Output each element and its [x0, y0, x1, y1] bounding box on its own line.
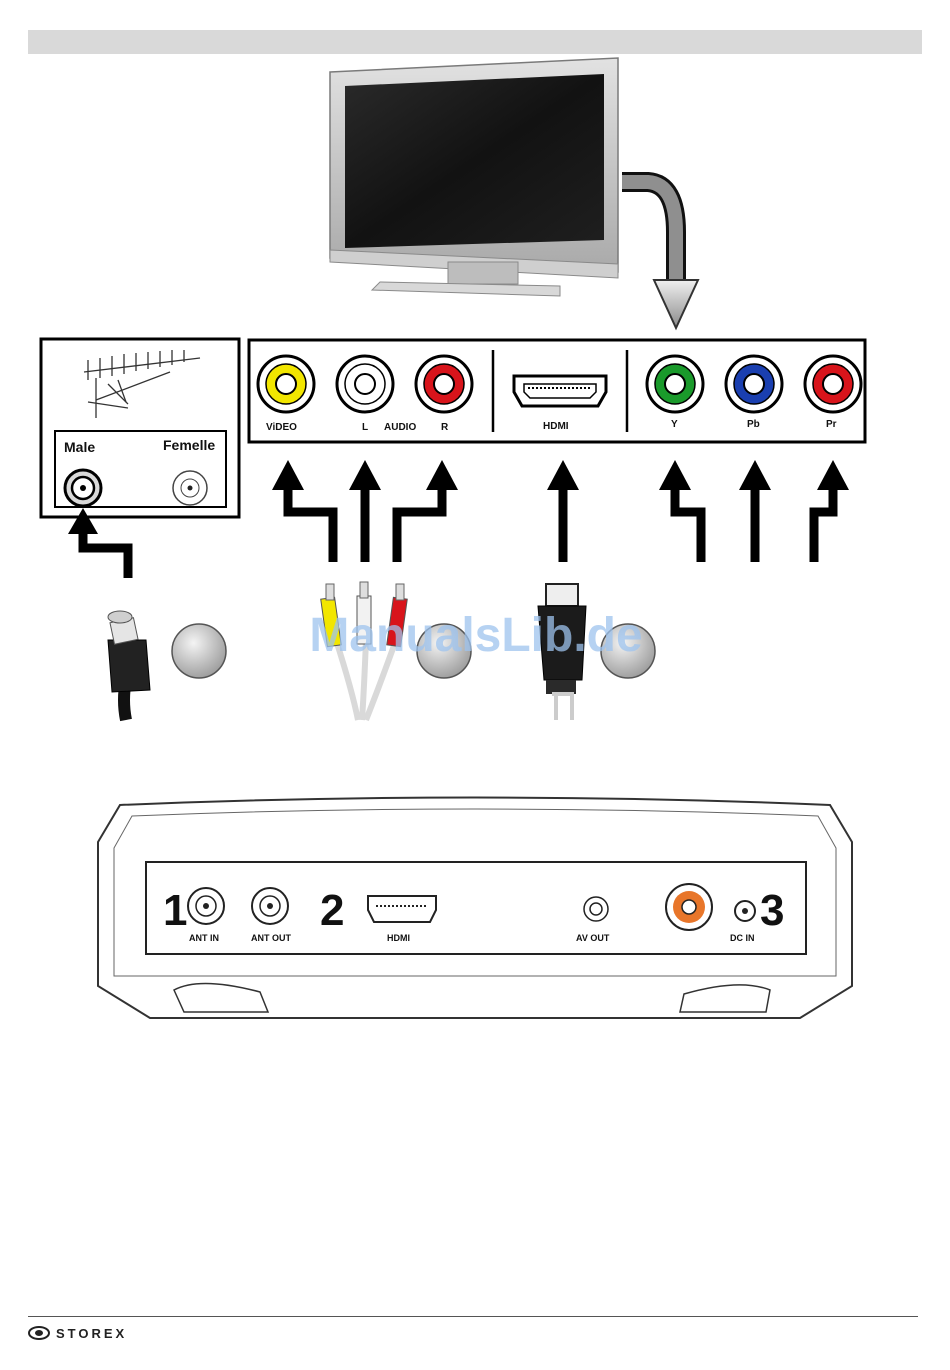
device-hdmi-label: HDMI — [387, 933, 410, 943]
device-rear-panel: 1 ANT IN ANT OUT 2 HDMI AV OUT — [98, 798, 852, 1019]
device-hdmi-port-icon — [368, 896, 436, 922]
tv-illustration — [330, 58, 618, 296]
female-coax-socket-icon — [173, 471, 207, 505]
step-3-label: 3 — [760, 886, 784, 935]
audio-right-label: R — [441, 422, 449, 433]
video-label: ViDEO — [266, 422, 297, 433]
component-pb-jack-icon — [726, 356, 782, 412]
step-2-label: 2 — [320, 886, 344, 935]
av-out-label: AV OUT — [576, 933, 610, 943]
audio-left-rca-jack-icon — [337, 356, 393, 412]
male-coax-socket-icon — [65, 470, 101, 506]
ant-in-label: ANT IN — [189, 933, 219, 943]
tv-connection-panel: ViDEO L AUDIO R HDMI Y Pb Pr — [249, 340, 865, 442]
av-out-port-icon — [584, 897, 608, 921]
coax-plug-icon — [108, 611, 150, 720]
component-pr-jack-icon — [805, 356, 861, 412]
step-1-label: 1 — [163, 886, 187, 935]
hdmi-port-icon — [514, 376, 606, 406]
video-rca-jack-icon — [258, 356, 314, 412]
tv-hdmi-label: HDMI — [543, 421, 569, 432]
storex-logo-icon — [28, 1326, 50, 1340]
audio-left-label: L — [362, 422, 368, 433]
connection-diagram: Male Femelle — [0, 0, 950, 1310]
component-pb-label: Pb — [747, 419, 760, 430]
ant-out-port-icon — [252, 888, 288, 924]
component-pr-label: Pr — [826, 419, 837, 430]
audio-label: AUDIO — [384, 422, 416, 433]
male-label: Male — [64, 439, 95, 455]
dc-in-port-icon — [735, 901, 755, 921]
audio-right-rca-jack-icon — [416, 356, 472, 412]
tv-to-panel-arrow — [622, 182, 698, 328]
footer-divider — [28, 1316, 918, 1317]
brand-name: STOREX — [56, 1326, 127, 1341]
ant-in-port-icon — [188, 888, 224, 924]
component-y-jack-icon — [647, 356, 703, 412]
footer-logo: STOREX — [28, 1323, 127, 1343]
female-label: Femelle — [163, 437, 215, 453]
component-y-label: Y — [671, 419, 678, 430]
ant-out-label: ANT OUT — [251, 933, 291, 943]
orange-rca-port-icon — [666, 884, 712, 930]
dc-in-label: DC IN — [730, 933, 755, 943]
antenna-panel: Male Femelle — [41, 339, 239, 517]
watermark-text: ManualsLib.de — [309, 609, 642, 662]
